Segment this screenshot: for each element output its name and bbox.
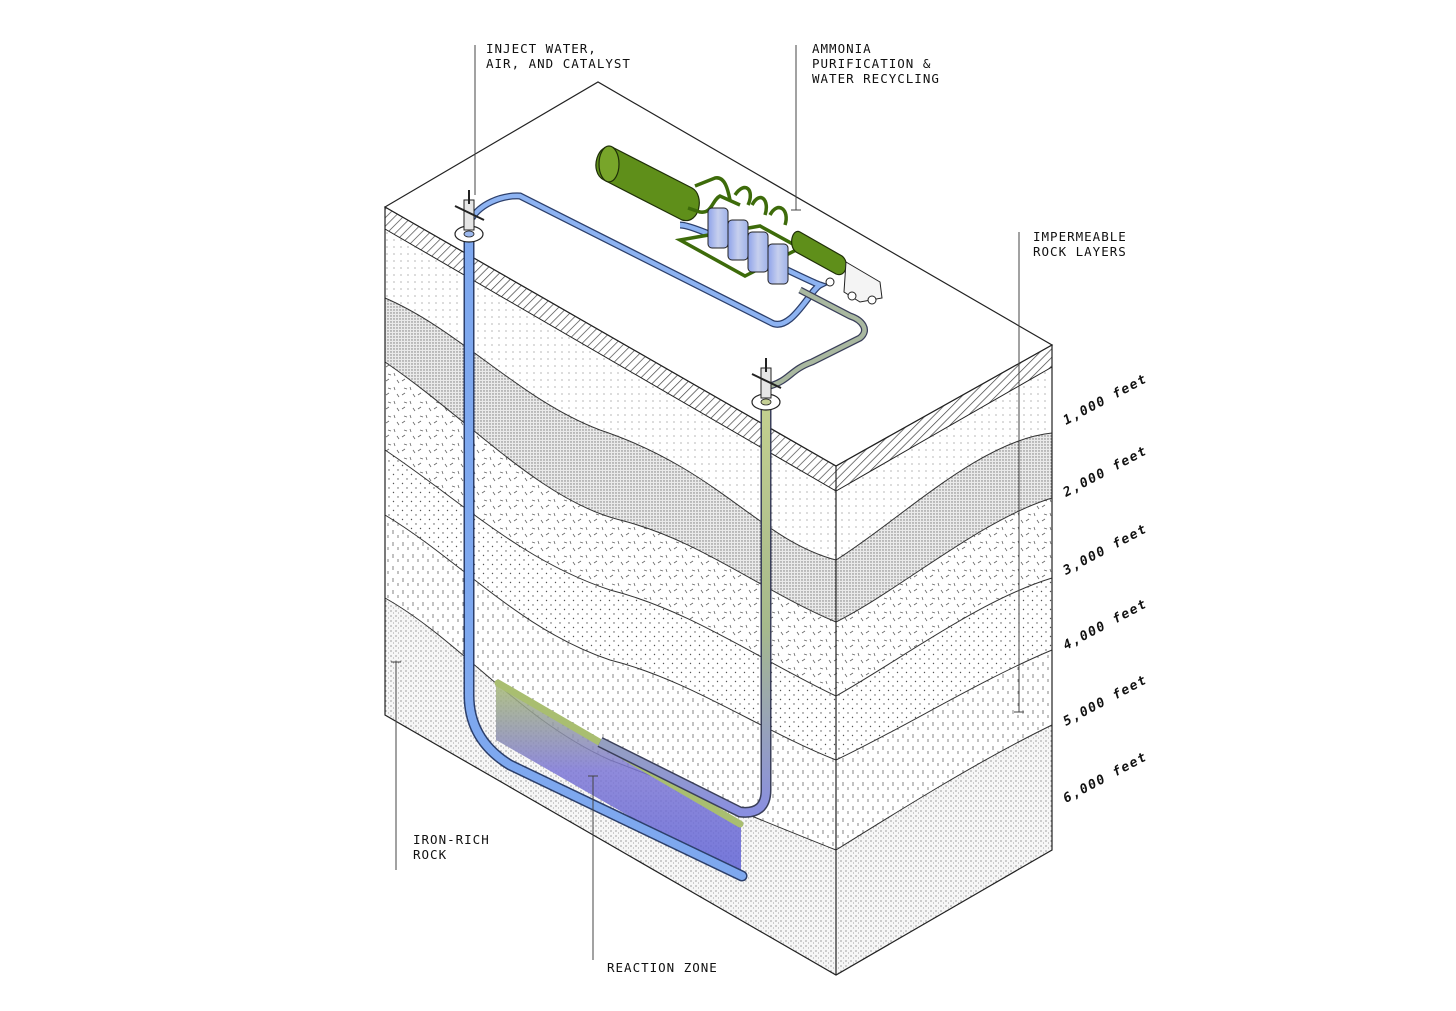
depth-4000: 4,000 feet (1061, 596, 1150, 653)
iron-rich-label-line-2: ROCK (413, 847, 447, 862)
ammonia-label-line-3: WATER RECYCLING (812, 71, 940, 86)
depth-5000: 5,000 feet (1061, 672, 1150, 729)
return-pipe (597, 286, 868, 818)
purification-filters (707, 207, 789, 285)
iron-rich-label: IRON-RICH ROCK (413, 832, 498, 862)
production-wellhead (751, 358, 782, 411)
iron-rich-label-line-1: IRON-RICH (413, 832, 490, 847)
inject-label-line-1: INJECT WATER, (486, 41, 597, 56)
depth-3000: 3,000 feet (1060, 521, 1150, 579)
inject-label-line-2: AIR, AND CATALYST (486, 56, 631, 71)
storage-tank (595, 145, 700, 221)
tanker-truck (791, 230, 883, 305)
inject-label: INJECT WATER, AIR, AND CATALYST (486, 41, 631, 71)
impermeable-label-line-1: IMPERMEABLE (1033, 229, 1127, 244)
depth-1000: 1,000 feet (1061, 371, 1150, 428)
impermeable-label: IMPERMEABLE ROCK LAYERS (1033, 229, 1135, 259)
ammonia-label-line-2: PURIFICATION & (812, 56, 931, 71)
leader-lines (391, 45, 1024, 960)
depth-2000: 2,000 feet (1060, 443, 1150, 501)
ammonia-label: AMMONIA PURIFICATION & WATER RECYCLING (812, 41, 940, 86)
right-face-strata (835, 367, 1053, 975)
ammonia-label-line-1: AMMONIA (812, 41, 872, 56)
depth-6000: 6,000 feet (1061, 749, 1150, 806)
block-outline (384, 207, 1053, 976)
impermeable-label-line-2: ROCK LAYERS (1033, 244, 1127, 259)
reaction-zone (496, 680, 741, 880)
reaction-zone-label: REACTION ZONE (607, 960, 718, 975)
injection-wellhead (454, 190, 485, 243)
